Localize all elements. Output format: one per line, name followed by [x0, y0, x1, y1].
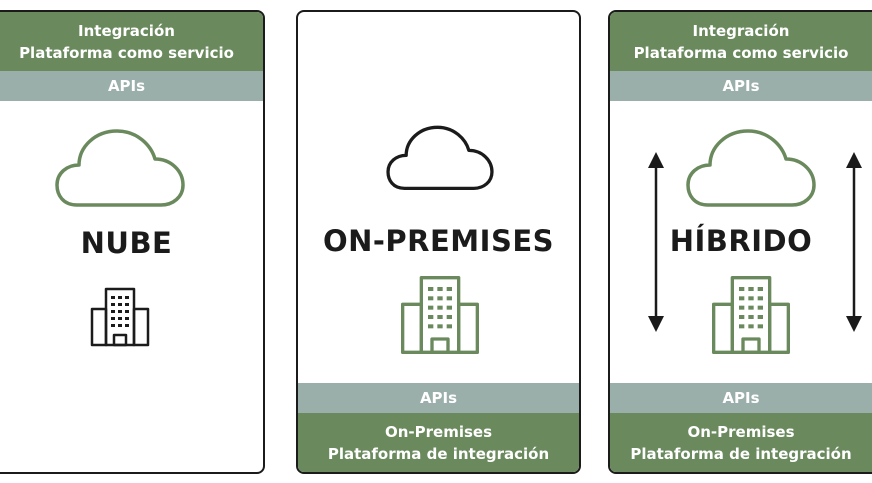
onprem-title: ON-PREMISES	[322, 224, 555, 258]
hybrid-integration-band: Integración Plataforma como servicio	[610, 12, 872, 71]
hybrid-integration-line1: Integración	[692, 21, 790, 40]
double-arrow-vertical-icon	[648, 152, 664, 332]
onprem-platform-line1: On-Premises	[384, 422, 493, 441]
hybrid-panel: Integración Plataforma como servicio API…	[608, 10, 872, 474]
hybrid-platform-line1: On-Premises	[687, 422, 795, 441]
cloud-integration-line2: Plataforma como servicio	[19, 43, 234, 62]
hybrid-integration-line2: Plataforma como servicio	[633, 43, 849, 62]
onprem-platform-line2: Plataforma de integración	[327, 444, 550, 463]
building-icon	[90, 287, 150, 347]
cloud-panel: Integración Plataforma como servicio API…	[0, 10, 265, 474]
cloud-integration-band: Integración Plataforma como servicio	[0, 12, 263, 71]
building-icon	[712, 276, 790, 354]
cloud-apis-band: APIs	[0, 71, 263, 101]
hybrid-apis-bottom-band: APIs	[610, 383, 872, 413]
onprem-apis-band: APIs	[298, 383, 579, 413]
hybrid-title: HÍBRIDO	[669, 224, 813, 258]
building-icon	[401, 276, 479, 354]
cloud-icon	[386, 125, 494, 190]
cloud-title: NUBE	[80, 226, 173, 260]
onprem-platform-band: On-Premises Plataforma de integración	[298, 413, 579, 472]
hybrid-apis-top-band: APIs	[610, 71, 872, 101]
cloud-integration-line1: Integración	[78, 21, 175, 40]
hybrid-platform-band: On-Premises Plataforma de integración	[610, 413, 872, 472]
cloud-icon	[686, 129, 816, 207]
cloud-icon	[55, 129, 185, 207]
double-arrow-vertical-icon	[846, 152, 862, 332]
onprem-panel: ON-PREMISES APIs On-Premises Plataforma …	[296, 10, 581, 474]
hybrid-platform-line2: Plataforma de integración	[630, 444, 852, 463]
